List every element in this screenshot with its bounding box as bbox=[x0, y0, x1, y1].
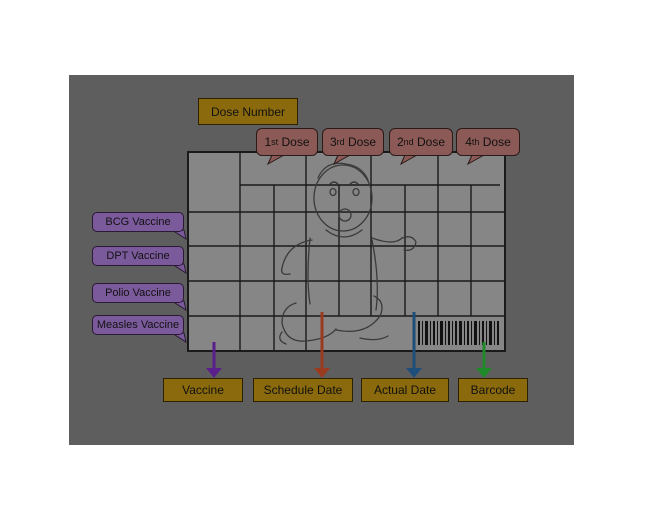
arrow-barcode bbox=[476, 342, 492, 378]
label-vaccine: Vaccine bbox=[163, 378, 243, 402]
arrow-actual-date bbox=[406, 312, 422, 378]
arrow-vaccine bbox=[206, 342, 222, 378]
dose-word: Dose bbox=[417, 135, 446, 149]
vaccination-card-grid bbox=[187, 151, 506, 352]
dose-number-label: Dose Number bbox=[198, 98, 298, 125]
label-barcode: Barcode bbox=[458, 378, 528, 402]
dose-num: 4 bbox=[465, 135, 472, 149]
barcode-icon bbox=[418, 321, 499, 345]
dose-word: Dose bbox=[281, 135, 310, 149]
vaccine-bubble-polio: Polio Vaccine bbox=[92, 283, 184, 303]
vaccine-bubble-measles: Measles Vaccine bbox=[92, 315, 184, 335]
arrow-schedule-date bbox=[314, 312, 330, 378]
baby-illustration bbox=[279, 162, 417, 345]
dose-num: 3 bbox=[329, 135, 337, 149]
label-schedule-date: Schedule Date bbox=[253, 378, 353, 402]
dose-num: 1 bbox=[264, 135, 272, 149]
vaccine-bubble-dpt: DPT Vaccine bbox=[92, 246, 184, 266]
dose-word: Dose bbox=[482, 135, 511, 149]
dose-num: 2 bbox=[396, 135, 404, 149]
label-actual-date: Actual Date bbox=[361, 378, 449, 402]
dose-word: Dose bbox=[348, 135, 377, 149]
vaccine-bubble-bcg: BCG Vaccine bbox=[92, 212, 184, 232]
grid-lines bbox=[188, 152, 505, 351]
